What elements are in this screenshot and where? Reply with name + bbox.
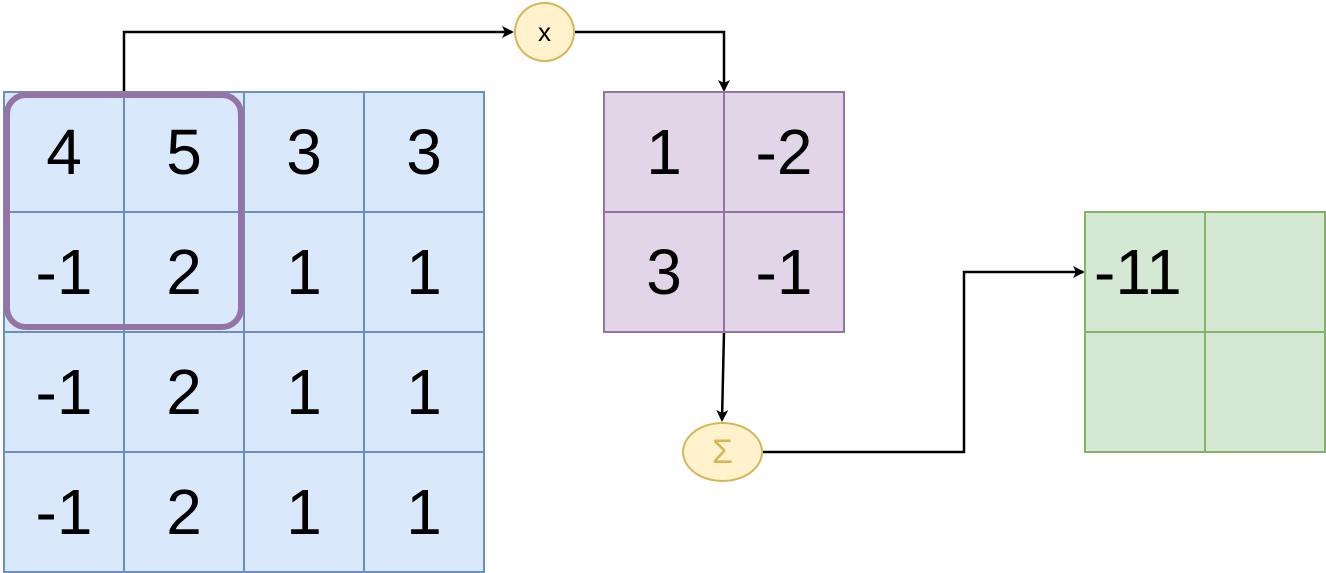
kernel-cell-r0-c0: 1 [603,91,725,213]
input-cell-r2-c2: 1 [243,331,365,453]
input-cell-r1-c2: 1 [243,211,365,333]
input-cell-r0-c0: 4 [3,91,125,213]
arrow-kernel-to-sum [716,331,729,422]
output-cell-r1-c1 [1204,331,1326,453]
input-cell-r3-c3: 1 [363,451,485,573]
input-cell-r2-c0: -1 [3,331,125,453]
input-cell-r1-c1: 2 [123,211,245,333]
input-cell-r0-c1: 5 [123,91,245,213]
kernel-cell-r0-c1: -2 [723,91,845,213]
kernel-cell-r1-c1: -1 [723,211,845,333]
output-matrix: -11 [1084,211,1326,453]
input-cell-r2-c1: 2 [123,331,245,453]
multiply-operator-node: x [514,2,575,62]
input-cell-r0-c3: 3 [363,91,485,213]
multiply-symbol: x [538,16,551,47]
kernel-cell-r1-c0: 3 [603,211,725,333]
input-cell-r1-c3: 1 [363,211,485,333]
input-cell-r3-c2: 1 [243,451,365,573]
output-cell-r1-c0 [1084,331,1206,453]
output-cell-r0-c0: -11 [1084,211,1206,333]
input-cell-r1-c0: -1 [3,211,125,333]
arrow-multiply-to-kernel [575,30,730,92]
input-cell-r3-c0: -1 [3,451,125,573]
output-cell-r0-c1 [1204,211,1326,333]
input-cell-r2-c3: 1 [363,331,485,453]
sum-symbol: Σ [711,432,734,471]
input-cell-r0-c2: 3 [243,91,365,213]
sum-operator-node: Σ [682,422,763,482]
input-cell-r3-c1: 2 [123,451,245,573]
arrow-window-to-multiply [122,26,514,92]
